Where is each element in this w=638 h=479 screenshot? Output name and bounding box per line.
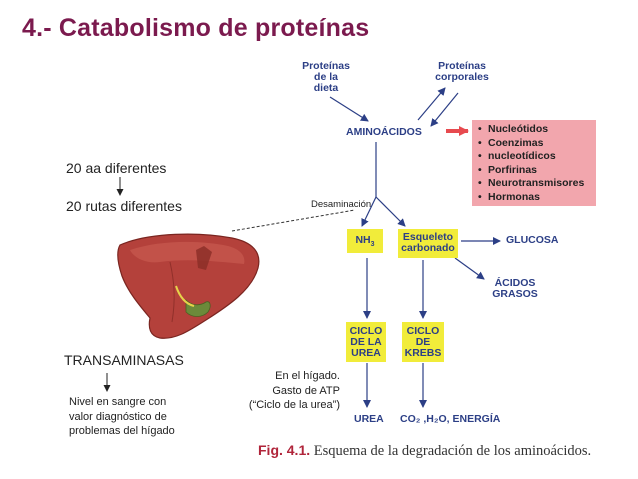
aminoacids-label: AMINOÁCIDOS	[346, 126, 422, 138]
deamination-label: Desaminación	[311, 199, 372, 210]
liver-image	[117, 233, 260, 339]
fatty-acids-label: ÁCIDOS GRASOS	[490, 278, 540, 300]
liver-note: En el hígado. Gasto de ATP (“Ciclo de la…	[232, 369, 340, 413]
nh3-box: NH3	[347, 229, 383, 253]
product-item: Neurotransmisores	[478, 177, 592, 191]
caption-label: Fig. 4.1.	[258, 442, 311, 458]
fatty-acids-line: GRASOS	[492, 288, 538, 300]
product-item: Porfirinas	[478, 164, 592, 178]
urea-cycle-line: DE LA	[350, 336, 382, 348]
urea-cycle-line: UREA	[351, 347, 381, 359]
figure-caption: Fig. 4.1. Esquema de la degradación de l…	[258, 442, 591, 460]
nivel-note-line: valor diagnóstico de	[69, 410, 167, 423]
nh3-subscript: 3	[370, 241, 375, 249]
split-to-skeleton-arrow	[375, 196, 406, 227]
product-item: Hormonas	[478, 191, 592, 205]
diet-to-aa-arrow	[329, 96, 369, 122]
product-item: nucleotídicos	[478, 150, 592, 164]
final-products-label: CO₂ ,H₂O, ENERGÍA	[400, 413, 501, 425]
carbon-skeleton-line: Esqueleto	[402, 231, 454, 243]
liver-pointer-line	[231, 209, 356, 232]
nivel-note-line: problemas del hígado	[69, 425, 175, 437]
fatty-acids-line: ÁCIDOS	[494, 277, 536, 289]
split-to-nh3-arrow	[361, 196, 377, 227]
carbon-skeleton-line: carbonado	[401, 242, 455, 254]
caption-text: Esquema de la degradación de los aminoác…	[313, 443, 592, 459]
product-item: Nucleótidos	[478, 123, 592, 137]
body-to-aa-arrow	[430, 92, 459, 127]
aa-to-body-arrow	[417, 87, 446, 121]
urea-label: UREA	[354, 413, 384, 425]
nivel-note-line: Nivel en sangre con	[69, 396, 167, 408]
body-proteins-line: corporales	[435, 71, 489, 83]
liver-note-line: En el hígado.	[275, 370, 340, 382]
routes-label: 20 rutas diferentes	[66, 198, 182, 214]
product-item: Coenzimas	[478, 137, 592, 151]
diet-proteins-line: dieta	[313, 82, 339, 94]
nivel-note: Nivel en sangre con valor diagnóstico de…	[69, 395, 175, 439]
urea-cycle-box: CICLO DE LA UREA	[346, 322, 386, 362]
carbon-skeleton-box: Esqueleto carbonado	[398, 229, 458, 258]
aa-count-label: 20 aa diferentes	[66, 160, 167, 176]
krebs-cycle-line: CICLO	[406, 325, 440, 337]
nh3-text: NH	[355, 234, 371, 246]
krebs-cycle-box: CICLO DE KREBS	[402, 322, 444, 362]
urea-cycle-line: CICLO	[349, 325, 383, 337]
products-box: Nucleótidos Coenzimas nucleotídicos Porf…	[472, 120, 596, 206]
page-title: 4.- Catabolismo de proteínas	[22, 14, 370, 42]
krebs-cycle-line: DE	[415, 336, 431, 348]
diet-proteins-line: de la	[314, 71, 338, 83]
liver-note-line: Gasto de ATP	[272, 384, 340, 397]
liver-note-line: (“Ciclo de la urea”)	[248, 399, 340, 411]
skeleton-to-fatty-acids-arrow	[454, 257, 485, 280]
krebs-cycle-line: KREBS	[404, 347, 442, 359]
diet-proteins-label: Proteínas de la dieta	[295, 61, 357, 94]
body-proteins-line: Proteínas	[438, 60, 486, 72]
body-proteins-label: Proteínas corporales	[422, 61, 502, 83]
diet-proteins-line: Proteínas	[302, 60, 350, 72]
transaminasas-label: TRANSAMINASAS	[64, 352, 184, 368]
glucose-label: GLUCOSA	[506, 234, 559, 246]
